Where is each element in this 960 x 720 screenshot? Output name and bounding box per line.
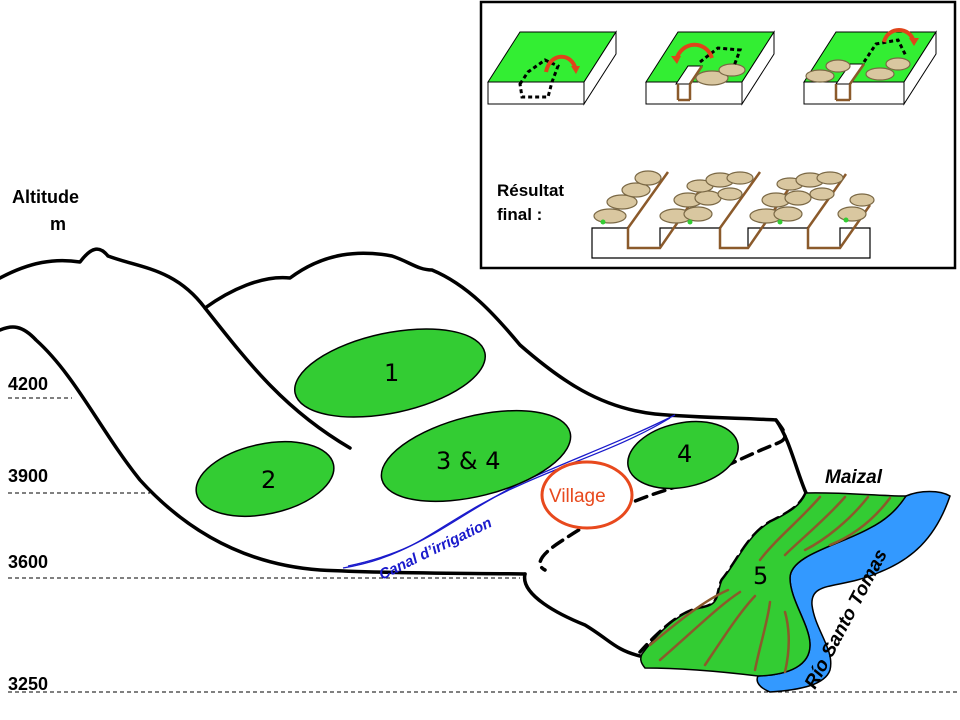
inset-step-1 <box>487 30 617 106</box>
altitude-zones <box>195 328 739 517</box>
altitude-title: Altitude <box>12 187 79 207</box>
zone-2-ellipse <box>195 441 335 517</box>
tick-label-4200: 4200 <box>8 374 48 394</box>
result-label-line2: final : <box>497 205 542 224</box>
maize-field <box>640 492 908 677</box>
tick-label-3250: 3250 <box>8 674 48 694</box>
zone-4-ellipse <box>627 420 739 490</box>
ridge-spur <box>203 306 352 450</box>
maizal-label: Maizal <box>825 467 883 488</box>
tick-label-3900: 3900 <box>8 466 48 486</box>
zone-2-label: 2 <box>261 466 276 494</box>
inset-step-3 <box>803 28 937 106</box>
village-circle <box>540 460 634 530</box>
zone-1-label: 1 <box>384 359 399 387</box>
boundary-village <box>538 418 787 572</box>
result-label-line1: Résultat <box>497 181 564 200</box>
zone-1-ellipse <box>294 328 486 418</box>
village-label: Village <box>549 486 606 507</box>
tick-label-3600: 3600 <box>8 552 48 572</box>
terrace-lines <box>648 495 892 674</box>
ridge-front <box>0 325 527 576</box>
valley <box>640 490 951 693</box>
zone-5-label: 5 <box>753 562 768 590</box>
altitude-unit: m <box>50 214 66 234</box>
final-stones <box>593 170 875 224</box>
zone-3-4-label: 3 & 4 <box>436 447 501 475</box>
final-grass <box>600 217 849 225</box>
inset-final-terraces <box>591 170 875 259</box>
altitude-axis: Altitude m 4200 3900 3600 3250 <box>8 187 958 694</box>
mountain-outline <box>0 247 808 658</box>
inset-step-2 <box>645 30 775 106</box>
zone-4-label: 4 <box>677 440 692 468</box>
lower-slope <box>523 572 642 658</box>
ridge-back <box>0 247 808 495</box>
terrace-inset: Résultat final : <box>479 0 957 270</box>
zone-3-4-ellipse <box>380 409 572 503</box>
